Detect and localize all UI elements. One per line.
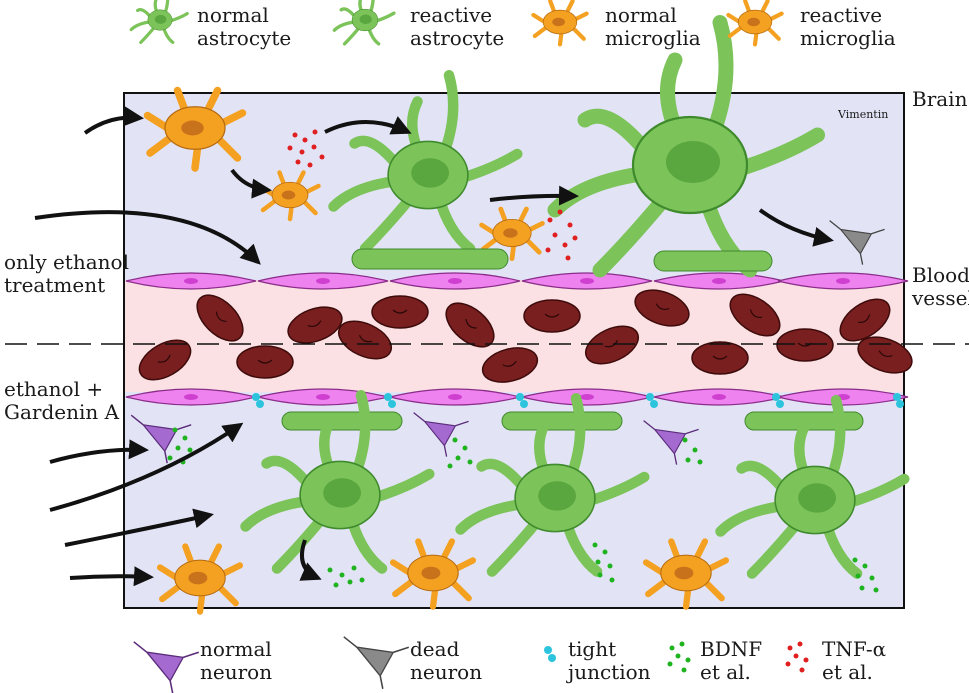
legend-icons-bottom xyxy=(133,636,809,693)
tnf-dots-icon xyxy=(785,641,809,673)
legend-label-reactive-astrocyte: reactive astrocyte xyxy=(410,3,505,50)
legend-label-bdnf: BDNF et al. xyxy=(700,637,763,684)
tight-junctions xyxy=(252,393,904,408)
bottom-region-cells xyxy=(130,395,904,611)
dead-neuron-icon xyxy=(343,636,410,690)
normal-astrocyte-icon xyxy=(129,0,189,45)
legend-label-normal-neuron: normal neuron xyxy=(200,637,273,684)
legend-label-normal-astrocyte: normal astrocyte xyxy=(197,3,292,50)
reactive-astrocyte-icon xyxy=(332,0,396,46)
legend-label-tight-junction: tight junction xyxy=(568,637,651,684)
brain-label: Brain xyxy=(912,87,968,111)
legend-label-dead-neuron: dead neuron xyxy=(410,637,483,684)
tight-junction-icon xyxy=(544,646,556,662)
bdnf-dots xyxy=(167,427,879,593)
normal-neuron-icon xyxy=(133,641,200,693)
top-region-cells xyxy=(148,23,886,272)
vimentin-label: Vimentin xyxy=(838,108,889,121)
normal-microglia-icon xyxy=(533,1,586,44)
legend-label-tnf: TNF-α et al. xyxy=(822,637,887,684)
tnf-dots-top xyxy=(287,129,578,261)
reactive-microglia-icon xyxy=(728,1,781,44)
legend-label-normal-microglia: normal microglia xyxy=(605,3,701,50)
legend-label-reactive-microglia: reactive microglia xyxy=(800,3,896,50)
only-ethanol-label: only ethanol treatment xyxy=(4,250,129,297)
bdnf-dots-icon xyxy=(667,641,691,673)
arrows xyxy=(34,106,834,587)
blood-vessel-label: Blood vessel xyxy=(912,263,969,310)
ethanol-gardenin-label: ethanol + Gardenin A xyxy=(4,377,120,424)
